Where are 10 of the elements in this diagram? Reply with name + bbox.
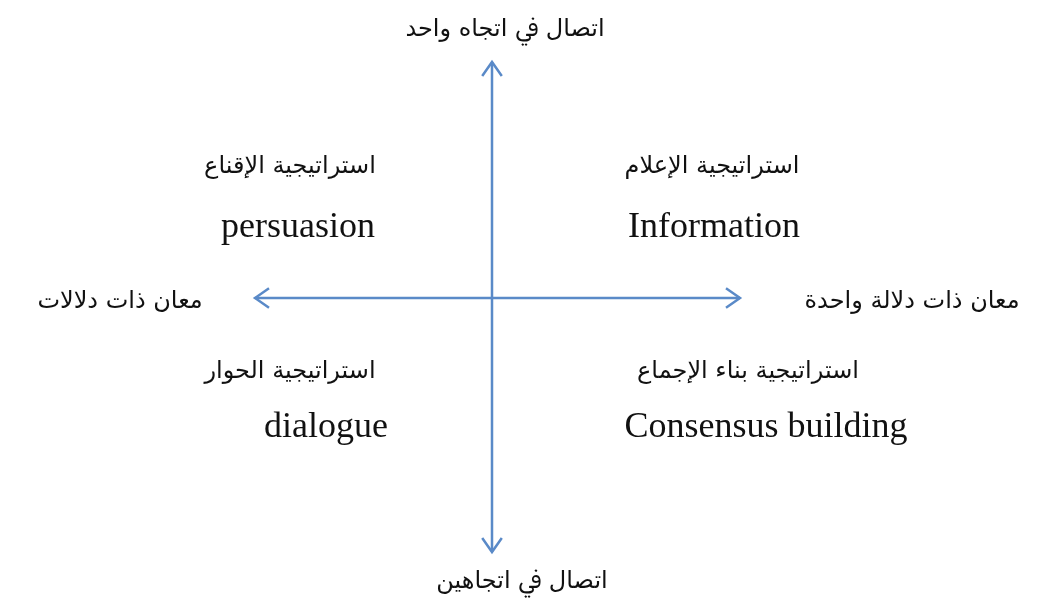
quadrant-title: استراتيجية بناء الإجماع: [637, 355, 859, 385]
quadrant-title: Information: [628, 204, 800, 248]
axis-label: معان ذات دلالات: [37, 285, 203, 315]
quadrant-title: dialogue: [264, 404, 388, 448]
quadrant-title: persuasion: [221, 204, 375, 248]
quadrant-title: استراتيجية الإعلام: [624, 150, 800, 180]
quadrant-title: Consensus building: [624, 404, 908, 448]
quadrant-title: استراتيجية الإقناع: [204, 150, 376, 180]
quadrant-title: استراتيجية الحوار: [204, 355, 376, 385]
axis-label: معان ذات دلالة واحدة: [804, 285, 1020, 315]
